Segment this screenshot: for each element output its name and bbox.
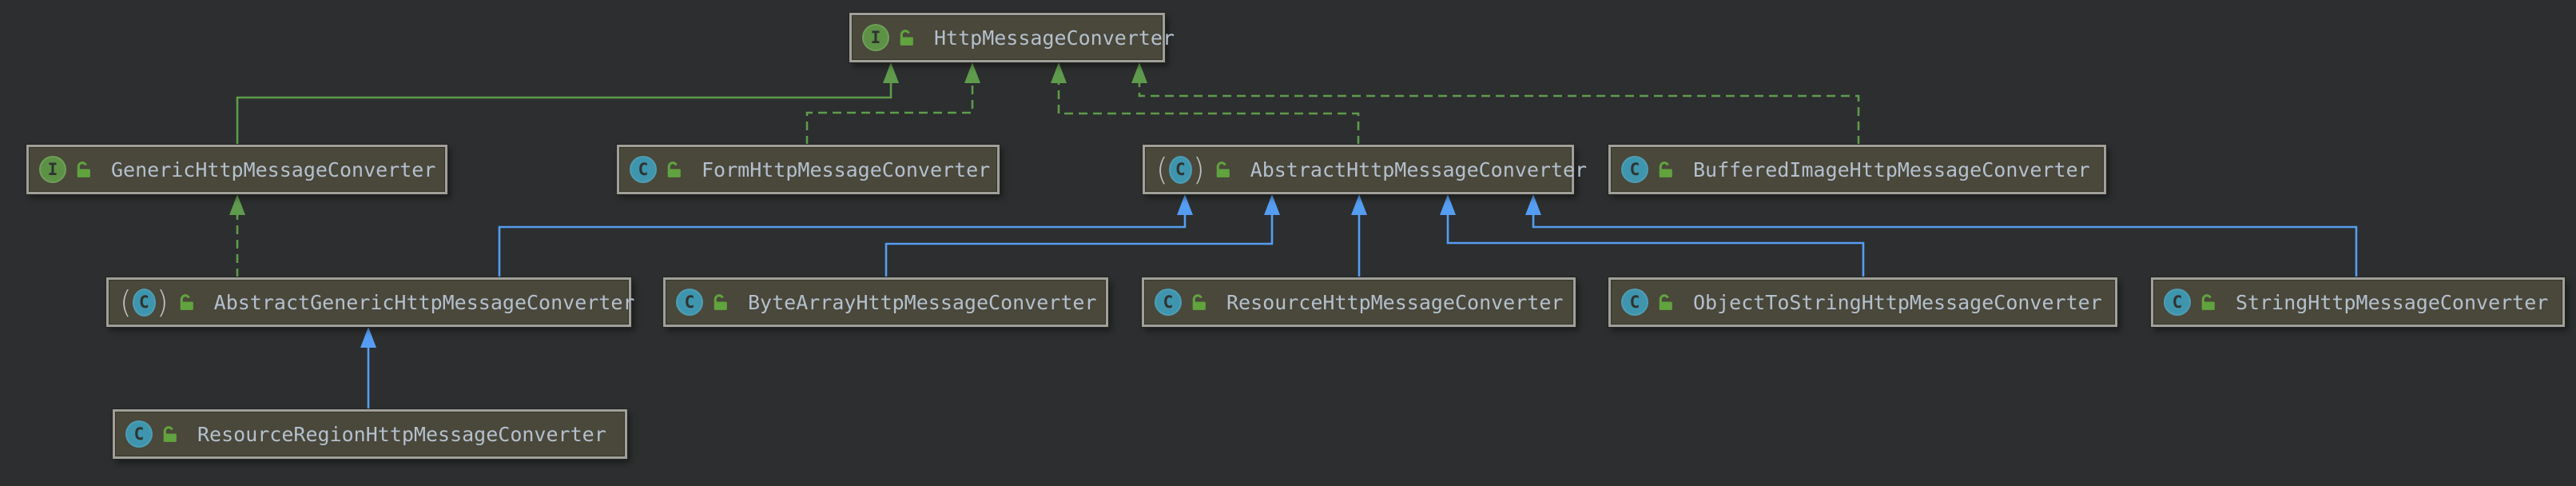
class-name-label: ObjectToStringHttpMessageConverter xyxy=(1693,290,2102,314)
inheritance-arrowhead xyxy=(229,194,245,215)
edge-line xyxy=(1532,212,2358,277)
abstract-class-icon: (C) xyxy=(1155,152,1206,187)
interface-letter: I xyxy=(862,24,889,51)
edge-AbstractGenericHttpMessageConverter-extends-AbstractHttpMessageConverter[interactable] xyxy=(498,194,1193,277)
edge-BufferedImageHttpMessageConverter-implements-HttpMessageConverter[interactable] xyxy=(1131,62,1860,145)
public-unlock-icon xyxy=(163,425,177,442)
inheritance-arrowhead xyxy=(1264,194,1280,215)
class-name-label: AbstractHttpMessageConverter xyxy=(1250,157,1588,181)
inheritance-arrowhead xyxy=(360,327,376,348)
public-unlock-icon xyxy=(900,29,913,46)
public-unlock-icon xyxy=(1659,161,1672,177)
edge-StringHttpMessageConverter-extends-AbstractHttpMessageConverter[interactable] xyxy=(1525,194,2358,277)
edge-ResourceHttpMessageConverter-extends-AbstractHttpMessageConverter[interactable] xyxy=(1351,194,1367,277)
class-node-HttpMessageConverter[interactable]: I HttpMessageConverter xyxy=(849,13,1175,62)
class-name-label: AbstractGenericHttpMessageConverter xyxy=(213,290,635,314)
class-icon: C xyxy=(125,420,153,448)
inheritance-arrowhead xyxy=(883,62,899,83)
class-node-ObjectToStringHttpMessageConverter[interactable]: C ObjectToStringHttpMessageConverter xyxy=(1608,277,2117,327)
public-unlock-icon xyxy=(77,161,90,177)
public-unlock-icon xyxy=(2201,293,2215,310)
class-name-label: ByteArrayHttpMessageConverter xyxy=(748,290,1097,314)
class-node-FormHttpMessageConverter[interactable]: C FormHttpMessageConverter xyxy=(617,145,1000,194)
abstract-paren-close: ) xyxy=(156,285,169,320)
edge-line xyxy=(498,212,1187,277)
public-unlock-icon xyxy=(180,293,193,310)
edge-ResourceRegionHttpMessageConverter-extends-AbstractGenericHttpMessageConverter[interactable] xyxy=(360,327,376,409)
class-icon: C xyxy=(1621,156,1648,183)
inheritance-arrowhead xyxy=(1051,62,1067,83)
edge-line xyxy=(1057,80,1360,145)
public-unlock-icon xyxy=(1659,293,1672,310)
class-name-label: StringHttpMessageConverter xyxy=(2236,290,2549,314)
public-unlock-icon xyxy=(1192,293,1206,310)
class-icon: C xyxy=(676,289,703,316)
interface-icon: I xyxy=(862,24,889,51)
abstract-paren-open: ( xyxy=(1156,152,1168,187)
class-node-StringHttpMessageConverter[interactable]: C StringHttpMessageConverter xyxy=(2151,277,2565,327)
class-name-label: GenericHttpMessageConverter xyxy=(111,157,436,181)
abstract-paren-open: ( xyxy=(120,285,132,320)
interface-letter: I xyxy=(39,156,66,183)
class-letter: C xyxy=(1168,155,1192,184)
class-letter: C xyxy=(1155,289,1182,316)
edge-line xyxy=(1138,80,1860,145)
inheritance-arrowhead xyxy=(1351,194,1367,215)
edge-line xyxy=(1446,212,1865,277)
public-unlock-icon xyxy=(714,293,727,310)
edge-line xyxy=(885,212,1274,277)
class-name-label: HttpMessageConverter xyxy=(934,26,1175,50)
class-node-AbstractGenericHttpMessageConverter[interactable]: (C) AbstractGenericHttpMessageConverter xyxy=(106,277,634,327)
edge-AbstractHttpMessageConverter-implements-HttpMessageConverter[interactable] xyxy=(1051,62,1360,145)
class-letter: C xyxy=(676,289,703,316)
edge-ObjectToStringHttpMessageConverter-extends-AbstractHttpMessageConverter[interactable] xyxy=(1440,194,1865,277)
edge-ByteArrayHttpMessageConverter-extends-AbstractHttpMessageConverter[interactable] xyxy=(885,194,1280,277)
class-icon: C xyxy=(2164,289,2191,316)
inheritance-arrowhead xyxy=(1131,62,1147,83)
class-node-ResourceRegionHttpMessageConverter[interactable]: C ResourceRegionHttpMessageConverter xyxy=(113,409,627,459)
class-letter: C xyxy=(1621,289,1648,316)
public-unlock-icon xyxy=(667,161,681,177)
class-letter: C xyxy=(132,288,156,317)
edge-AbstractGenericHttpMessageConverter-implements-GenericHttpMessageConverter[interactable] xyxy=(229,194,245,277)
inheritance-arrowhead xyxy=(1177,194,1193,215)
class-node-AbstractHttpMessageConverter[interactable]: (C) AbstractHttpMessageConverter xyxy=(1143,145,1587,194)
class-node-GenericHttpMessageConverter[interactable]: I GenericHttpMessageConverter xyxy=(26,145,447,194)
class-icon: C xyxy=(630,156,657,183)
class-icon: C xyxy=(1621,289,1648,316)
class-letter: C xyxy=(630,156,657,183)
inheritance-arrowhead xyxy=(1440,194,1456,215)
inheritance-arrowhead xyxy=(1525,194,1541,215)
edge-line xyxy=(236,80,892,145)
class-name-label: ResourceHttpMessageConverter xyxy=(1226,290,1564,314)
edge-FormHttpMessageConverter-implements-HttpMessageConverter[interactable] xyxy=(805,62,980,145)
class-node-ResourceHttpMessageConverter[interactable]: C ResourceHttpMessageConverter xyxy=(1142,277,1576,327)
inheritance-arrowhead xyxy=(964,62,980,83)
class-icon: C xyxy=(1155,289,1182,316)
class-name-label: ResourceRegionHttpMessageConverter xyxy=(197,422,606,446)
edge-line xyxy=(805,80,974,145)
abstract-paren-close: ) xyxy=(1192,152,1205,187)
class-node-ByteArrayHttpMessageConverter[interactable]: C ByteArrayHttpMessageConverter xyxy=(663,277,1108,327)
class-letter: C xyxy=(2164,289,2191,316)
interface-icon: I xyxy=(39,156,66,183)
edge-GenericHttpMessageConverter-extends-interface-HttpMessageConverter[interactable] xyxy=(236,62,899,145)
class-node-BufferedImageHttpMessageConverter[interactable]: C BufferedImageHttpMessageConverter xyxy=(1608,145,2106,194)
class-letter: C xyxy=(125,420,153,448)
class-name-label: FormHttpMessageConverter xyxy=(702,157,991,181)
public-unlock-icon xyxy=(1216,161,1230,177)
abstract-class-icon: (C) xyxy=(119,285,169,320)
class-name-label: BufferedImageHttpMessageConverter xyxy=(1693,157,2090,181)
class-letter: C xyxy=(1621,156,1648,183)
